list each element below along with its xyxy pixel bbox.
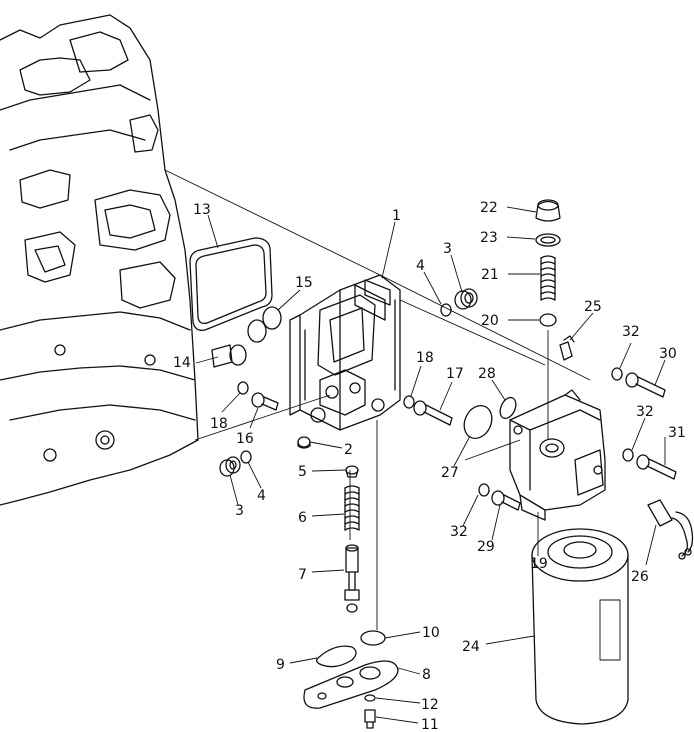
callout-1: 1 <box>392 208 401 224</box>
callout-9: 9 <box>276 657 285 673</box>
callout-14: 14 <box>173 355 191 371</box>
callout-4b: 4 <box>257 488 266 504</box>
bolt-30 <box>611 367 666 398</box>
callout-25: 25 <box>584 299 602 315</box>
guide-lines <box>164 169 591 630</box>
ball-20 <box>539 313 557 327</box>
callout-30: 30 <box>659 346 677 362</box>
callout-28: 28 <box>478 366 496 382</box>
o-ring-23 <box>535 233 561 247</box>
callout-4a: 4 <box>416 258 425 274</box>
valve-seat-5 <box>345 465 359 478</box>
cover-plate-8 <box>303 660 399 709</box>
callout-26: 26 <box>631 569 649 585</box>
callout-18a: 18 <box>210 416 228 432</box>
valve-7 <box>344 544 360 613</box>
callout-19: 19 <box>530 556 548 572</box>
callout-32c: 32 <box>636 404 654 420</box>
plug-22 <box>535 199 561 222</box>
callout-22: 22 <box>480 200 498 216</box>
callout-12: 12 <box>421 697 439 713</box>
callout-32a: 32 <box>450 524 468 540</box>
callout-11: 11 <box>421 717 439 732</box>
o-ring-9 <box>316 645 357 668</box>
callout-2: 2 <box>344 442 353 458</box>
filter-head-body <box>289 274 401 431</box>
gasket-13 <box>189 237 273 331</box>
filter-head-19 <box>509 389 606 521</box>
callout-labels: 1 2 3 3 4 4 5 6 7 8 9 10 11 12 13 14 15 … <box>173 200 686 732</box>
plug-3-right <box>440 288 478 317</box>
bolt-29 <box>478 483 521 511</box>
filter-cartridge-24 <box>531 528 629 725</box>
callout-3b: 3 <box>235 503 244 519</box>
callout-13: 13 <box>193 202 211 218</box>
plug-3-left <box>219 450 252 477</box>
fitting-25 <box>559 335 575 361</box>
callout-8: 8 <box>422 667 431 683</box>
callout-5: 5 <box>298 464 307 480</box>
spring-6 <box>344 485 360 531</box>
callout-17: 17 <box>446 366 464 382</box>
leader-lines <box>195 206 666 724</box>
callout-16: 16 <box>236 431 254 447</box>
callout-10: 10 <box>422 625 440 641</box>
plug-2 <box>297 436 311 449</box>
bolt-16 <box>237 381 279 411</box>
o-rings-14-15 <box>211 306 282 368</box>
callout-18b: 18 <box>416 350 434 366</box>
sensor-26 <box>647 499 694 560</box>
callout-24: 24 <box>462 639 480 655</box>
callout-20: 20 <box>481 313 499 329</box>
callout-32b: 32 <box>622 324 640 340</box>
callout-6: 6 <box>298 510 307 526</box>
bolt-11 <box>364 709 376 729</box>
washer-12 <box>364 694 376 702</box>
bolt-31 <box>622 448 677 480</box>
callout-31: 31 <box>668 425 686 441</box>
callout-15: 15 <box>295 275 313 291</box>
callout-21: 21 <box>481 267 499 283</box>
o-ring-10 <box>360 630 386 646</box>
callout-29: 29 <box>477 539 495 555</box>
o-rings-27-28 <box>463 396 517 440</box>
gasket-13-inner <box>195 244 267 325</box>
callout-23: 23 <box>480 230 498 246</box>
spring-21 <box>540 255 556 301</box>
callout-3a: 3 <box>443 241 452 257</box>
callout-7: 7 <box>298 567 307 583</box>
engine-block <box>0 14 199 506</box>
callout-27: 27 <box>441 465 459 481</box>
bolt-17 <box>403 395 453 426</box>
